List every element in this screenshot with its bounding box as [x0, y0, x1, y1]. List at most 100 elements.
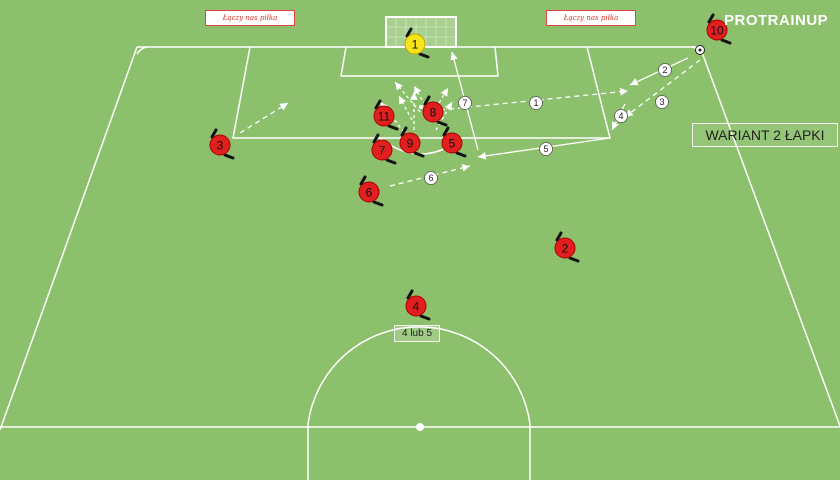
player-token	[209, 134, 231, 156]
player-11[interactable]: 11	[373, 99, 399, 131]
step-number: 3	[659, 97, 664, 107]
player-2[interactable]: 2	[554, 231, 580, 263]
step-badge-6: 6	[424, 171, 438, 185]
player-arm	[387, 124, 399, 131]
player-arm	[568, 256, 580, 263]
player-arm	[385, 158, 397, 165]
ad-board-left: Łączy nas piłka	[205, 10, 295, 26]
step-badge-circle	[614, 109, 628, 123]
player-token	[371, 139, 393, 161]
step-number: 4	[618, 111, 623, 121]
player-token	[373, 105, 395, 127]
player-number: 8	[430, 106, 437, 120]
goal	[385, 16, 457, 48]
corner-arc-left	[136, 46, 148, 55]
player-arm	[413, 151, 425, 158]
player-number: 5	[449, 137, 456, 151]
penalty-area	[232, 46, 611, 139]
player-arm	[555, 231, 563, 242]
player-7[interactable]: 7	[371, 133, 397, 165]
ad-board-right: Łączy nas piłka	[546, 10, 636, 26]
player-number: 9	[407, 137, 414, 151]
player-token	[441, 132, 463, 154]
player-10[interactable]: 10	[706, 13, 732, 45]
run-arrow-5-player	[435, 101, 453, 131]
player-number: 3	[217, 139, 224, 153]
player-arm	[400, 126, 408, 137]
variant-title: WARIANT 2 ŁAPKI	[692, 123, 838, 147]
step-badge-1: 1	[529, 96, 543, 110]
player-arm	[442, 126, 450, 137]
brand-logo: PROTRAINUP	[724, 12, 829, 29]
player-arm	[419, 314, 431, 321]
run-arrow-6	[389, 164, 471, 187]
player-arm	[210, 128, 218, 139]
player-5[interactable]: 5	[441, 126, 467, 158]
step-number: 7	[462, 98, 467, 108]
player-8[interactable]: 8	[422, 95, 448, 127]
step-badge-5: 5	[539, 142, 553, 156]
player-arm	[707, 13, 715, 24]
players: 1 10 11 8 3 7 9 5 6 2 4	[209, 13, 732, 321]
player-arm	[374, 99, 382, 110]
player-number: 4	[413, 300, 420, 314]
player-token	[358, 181, 380, 203]
player-arm	[223, 153, 235, 160]
step-badge-3: 3	[655, 95, 669, 109]
run-arrow-8c	[394, 81, 421, 113]
step-badge-circle	[539, 142, 553, 156]
player-4[interactable]: 4	[405, 289, 431, 321]
player-arm	[418, 52, 430, 59]
ball-icon	[695, 45, 705, 55]
step-number: 6	[428, 173, 433, 183]
player-token	[399, 132, 421, 154]
step-badges: 1 2 3 4 5 6 7	[424, 63, 672, 185]
player-token	[405, 295, 427, 317]
player-arm	[720, 38, 732, 45]
player-number: 11	[378, 110, 391, 124]
run-arrow-8b	[413, 85, 429, 111]
player-arm	[372, 133, 380, 144]
player-token	[706, 19, 728, 41]
step-number: 2	[662, 65, 667, 75]
step-badge-circle	[529, 96, 543, 110]
player-arm	[406, 289, 414, 300]
player-number: 10	[710, 24, 724, 38]
run-arrow-3	[624, 59, 701, 118]
step-badge-7: 7	[458, 96, 472, 110]
player-6[interactable]: 6	[358, 175, 384, 207]
player-9[interactable]: 9	[399, 126, 425, 158]
step-badge-4: 4	[614, 109, 628, 123]
player-arm	[436, 120, 448, 127]
step-number: 1	[533, 98, 538, 108]
run-arrow-3-player	[239, 102, 289, 134]
step-badge-circle	[658, 63, 672, 77]
player-3[interactable]: 3	[209, 128, 235, 160]
run-arrow-8a	[435, 87, 449, 109]
step-badge-circle	[424, 171, 438, 185]
goal-area	[340, 46, 499, 77]
step-badge-circle	[655, 95, 669, 109]
player-number: 6	[366, 186, 373, 200]
position-note: 4 lub 5	[394, 325, 440, 342]
step-badge-circle	[458, 96, 472, 110]
player-1[interactable]: 1	[404, 27, 430, 59]
player-arm	[455, 151, 467, 158]
step-badge-2: 2	[658, 63, 672, 77]
player-arm	[372, 200, 384, 207]
player-token	[422, 101, 444, 123]
player-arm	[405, 27, 413, 38]
centre-circle	[307, 326, 531, 480]
player-number: 7	[379, 144, 386, 158]
player-number: 1	[412, 38, 419, 52]
run-arrow-11	[398, 95, 413, 121]
player-arm	[359, 175, 367, 186]
penalty-spot	[419, 105, 423, 109]
centre-spot	[416, 423, 424, 431]
step-number: 5	[543, 144, 548, 154]
player-arm	[423, 95, 431, 106]
player-number: 2	[562, 242, 569, 256]
